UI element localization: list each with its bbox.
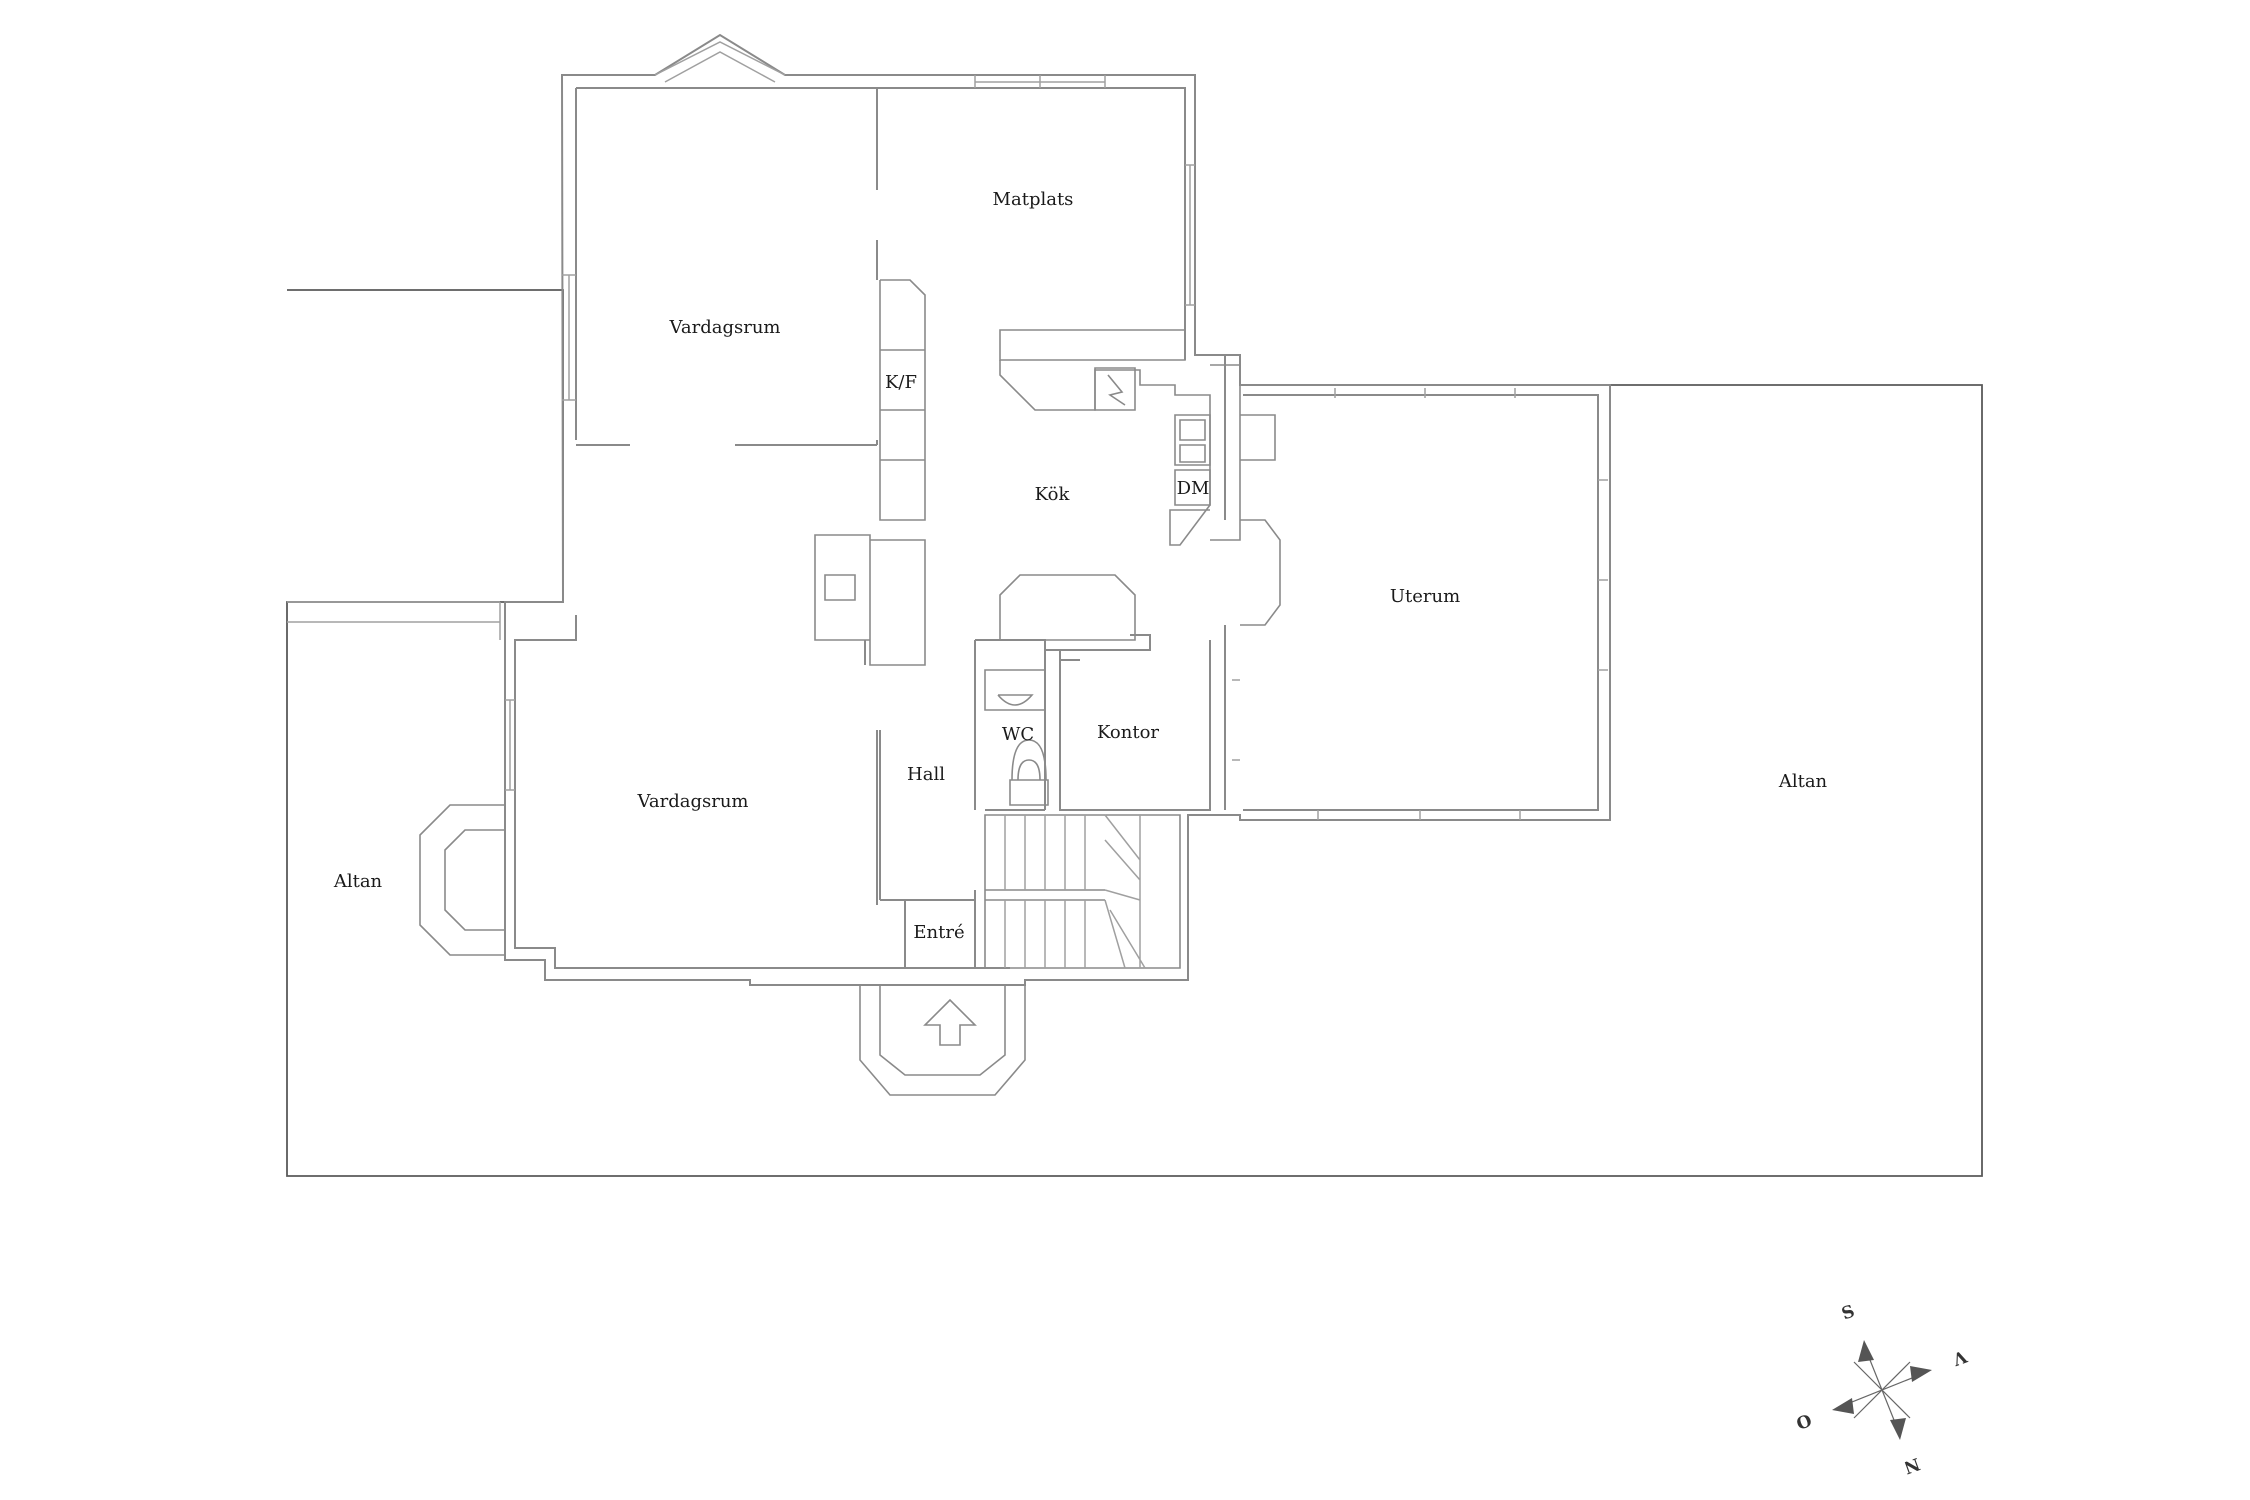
label-wc: WC bbox=[1002, 724, 1034, 745]
kitchen-window-bump bbox=[1240, 414, 1281, 626]
sink bbox=[1174, 414, 1211, 466]
wc-wall bbox=[974, 634, 1211, 811]
label-kontor: Kontor bbox=[1097, 722, 1159, 743]
bay-window-top bbox=[654, 41, 786, 83]
compass-label-o: O bbox=[1794, 1411, 1815, 1435]
altan-right-outline bbox=[860, 384, 1983, 1177]
compass-arrow-v bbox=[1910, 1366, 1932, 1382]
altan-left-divider bbox=[287, 601, 501, 640]
wc-toilet bbox=[1009, 739, 1049, 806]
kitchen-counter-corner bbox=[999, 360, 1211, 546]
compass-arrow-n bbox=[1890, 1418, 1906, 1440]
window-left-lower bbox=[505, 699, 515, 791]
entrance-porch bbox=[859, 985, 1026, 1096]
altan-left-outline bbox=[286, 289, 860, 1177]
window-left-vardagsrum bbox=[562, 274, 576, 401]
compass-rose: S V O N bbox=[1794, 1301, 1970, 1477]
compass-arrow-s bbox=[1858, 1340, 1874, 1362]
stair-treads bbox=[1004, 814, 1146, 969]
window-right-matplats bbox=[1185, 164, 1195, 306]
window-top bbox=[974, 75, 1106, 88]
compass-arrow-o bbox=[1832, 1398, 1854, 1414]
wc-sink bbox=[984, 669, 1046, 711]
label-vardagsrum-lower: Vardagsrum bbox=[637, 791, 749, 812]
label-hall: Hall bbox=[907, 764, 945, 785]
compass-label-s: S bbox=[1839, 1301, 1857, 1324]
hall-wall bbox=[879, 730, 976, 968]
compass-line-4 bbox=[1853, 1361, 1911, 1419]
label-kf: K/F bbox=[885, 372, 917, 393]
label-matplats: Matplats bbox=[993, 189, 1074, 210]
bay-window-left bbox=[419, 804, 505, 956]
entrance-arrow bbox=[923, 998, 977, 1046]
label-altan-left: Altan bbox=[333, 871, 383, 892]
label-uterum: Uterum bbox=[1390, 586, 1460, 607]
label-entre: Entré bbox=[913, 922, 964, 943]
dm-box bbox=[1174, 469, 1211, 506]
compass-label-n: N bbox=[1901, 1453, 1922, 1477]
kf-cabinet bbox=[879, 279, 926, 521]
compass-label-v: V bbox=[1949, 1345, 1970, 1369]
label-altan-right: Altan bbox=[1778, 771, 1828, 792]
stairs bbox=[984, 814, 1181, 969]
house-outer-wall bbox=[504, 33, 1611, 986]
kitchen-counter-top bbox=[999, 329, 1186, 361]
fireplace bbox=[814, 534, 926, 666]
stove bbox=[1094, 367, 1136, 411]
label-kok: Kök bbox=[1035, 484, 1071, 505]
uterum-windows bbox=[1232, 388, 1608, 820]
label-vardagsrum-upper: Vardagsrum bbox=[669, 317, 781, 338]
kitchen-island bbox=[999, 574, 1136, 641]
house-inner-wall bbox=[514, 87, 1186, 969]
kontor-wall bbox=[1044, 650, 1080, 810]
label-dm: DM bbox=[1177, 478, 1210, 499]
